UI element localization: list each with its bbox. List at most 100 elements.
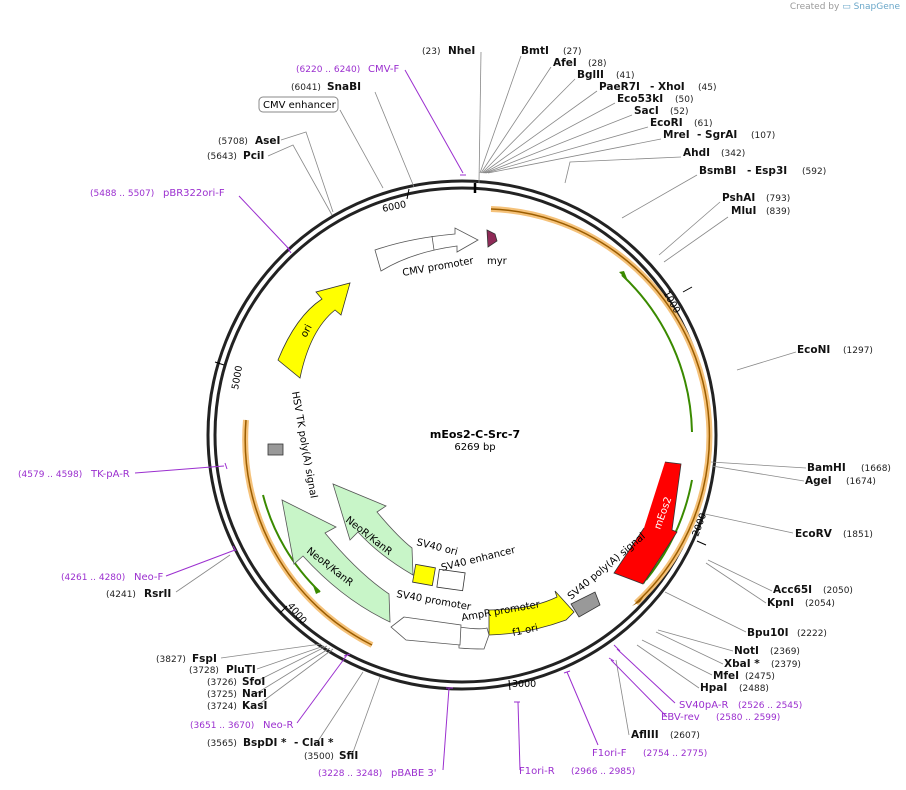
svg-text:(3724): (3724) bbox=[207, 702, 237, 712]
primer-leaders bbox=[134, 69, 676, 771]
svg-text:(2966 .. 2985): (2966 .. 2985) bbox=[571, 767, 635, 777]
feature-meos2 bbox=[613, 461, 682, 585]
svg-text:(4241): (4241) bbox=[106, 590, 136, 600]
svg-text:EcoNI: EcoNI bbox=[797, 344, 830, 356]
svg-text:SfiI: SfiI bbox=[339, 750, 358, 762]
enzyme-leaders bbox=[175, 51, 807, 756]
svg-text:(2369): (2369) bbox=[770, 647, 800, 657]
svg-text:(3228 .. 3248): (3228 .. 3248) bbox=[318, 769, 382, 779]
feature-ampr-promoter bbox=[458, 626, 490, 650]
svg-text:NarI: NarI bbox=[242, 688, 267, 700]
svg-text:(107): (107) bbox=[751, 131, 775, 141]
enzyme-labels: (23)NheI BmtI(27) AfeI(28) BglII(41) Pae… bbox=[106, 45, 891, 762]
svg-text:(839): (839) bbox=[766, 207, 790, 217]
label-f1-ori: f1 ori bbox=[511, 623, 539, 639]
svg-text:(5643): (5643) bbox=[207, 152, 237, 162]
svg-text:SacI: SacI bbox=[634, 105, 659, 117]
features bbox=[267, 227, 682, 650]
label-cmv-promoter: CMV promoter bbox=[402, 255, 476, 278]
feature-sv40-promoter bbox=[390, 616, 462, 646]
svg-text:- SgrAI: - SgrAI bbox=[697, 129, 737, 141]
feature-neor-kanr-2 bbox=[281, 499, 391, 623]
label-myr: myr bbox=[487, 256, 508, 267]
feature-sv40-ori bbox=[412, 563, 436, 587]
plasmid-size: 6269 bp bbox=[454, 442, 495, 453]
svg-text:(41): (41) bbox=[616, 71, 634, 81]
cmv-enhancer-label: CMV enhancer bbox=[263, 100, 337, 111]
orf-green-3 bbox=[262, 494, 321, 593]
svg-text:BsmBI: BsmBI bbox=[699, 165, 736, 177]
svg-text:5000: 5000 bbox=[230, 365, 245, 391]
feature-myr bbox=[486, 229, 498, 248]
svg-text:EBV-rev: EBV-rev bbox=[661, 712, 700, 723]
primer-labels: (6220 .. 6240)CMV-F (5488 .. 5507)pBR322… bbox=[18, 64, 802, 779]
svg-text:AhdI: AhdI bbox=[683, 147, 710, 159]
svg-text:(2054): (2054) bbox=[805, 599, 835, 609]
label-sv40-ori: SV40 ori bbox=[415, 537, 459, 558]
svg-text:(3726): (3726) bbox=[207, 678, 237, 688]
svg-text:(3651 .. 3670): (3651 .. 3670) bbox=[190, 721, 254, 731]
svg-text:TK-pA-R: TK-pA-R bbox=[90, 469, 130, 480]
plasmid-name: mEos2-C-Src-7 bbox=[430, 428, 520, 441]
svg-text:(2475): (2475) bbox=[745, 672, 775, 682]
svg-text:SnaBI: SnaBI bbox=[327, 81, 361, 93]
svg-text:BglII: BglII bbox=[577, 69, 604, 81]
svg-text:(1851): (1851) bbox=[843, 530, 873, 540]
svg-text:(3827): (3827) bbox=[156, 655, 186, 665]
svg-text:(342): (342) bbox=[721, 149, 745, 159]
svg-text:BmtI: BmtI bbox=[521, 45, 549, 57]
svg-text:(2580 .. 2599): (2580 .. 2599) bbox=[716, 713, 780, 723]
svg-text:(45): (45) bbox=[698, 83, 716, 93]
svg-text:SV40pA-R: SV40pA-R bbox=[679, 700, 728, 711]
svg-text:(4261 .. 4280): (4261 .. 4280) bbox=[61, 573, 125, 583]
svg-text:(6220 .. 6240): (6220 .. 6240) bbox=[296, 65, 360, 75]
svg-text:FspI: FspI bbox=[192, 653, 217, 665]
svg-text:MreI: MreI bbox=[663, 129, 690, 141]
svg-text:(50): (50) bbox=[675, 95, 693, 105]
svg-text:(23): (23) bbox=[422, 47, 440, 57]
svg-text:AfeI: AfeI bbox=[553, 57, 577, 69]
svg-text:(3725): (3725) bbox=[207, 690, 237, 700]
svg-text:- ClaI *: - ClaI * bbox=[294, 737, 334, 749]
svg-text:KpnI: KpnI bbox=[767, 597, 794, 609]
svg-text:Bpu10I: Bpu10I bbox=[747, 627, 789, 639]
svg-text:MfeI: MfeI bbox=[713, 670, 739, 682]
label-hsv-tk-polya: HSV TK poly(A) signal bbox=[289, 391, 319, 500]
orf-green-1 bbox=[621, 274, 693, 433]
svg-text:EcoRV: EcoRV bbox=[795, 528, 833, 540]
feature-f1-ori bbox=[488, 590, 575, 636]
svg-text:(3500): (3500) bbox=[304, 752, 334, 762]
svg-text:(3728): (3728) bbox=[189, 666, 219, 676]
svg-text:Neo-F: Neo-F bbox=[134, 572, 164, 583]
svg-text:(2050): (2050) bbox=[823, 586, 853, 596]
svg-text:KasI: KasI bbox=[242, 700, 267, 712]
svg-text:(4579 .. 4598): (4579 .. 4598) bbox=[18, 470, 82, 480]
svg-text:AflIII: AflIII bbox=[631, 729, 659, 741]
feature-sv40-polya bbox=[570, 591, 601, 618]
svg-text:HpaI: HpaI bbox=[700, 682, 727, 694]
cmv-enhancer-box bbox=[258, 96, 339, 113]
svg-text:MluI: MluI bbox=[731, 205, 756, 217]
svg-text:(2526 .. 2545): (2526 .. 2545) bbox=[738, 701, 802, 711]
svg-text:AgeI: AgeI bbox=[805, 475, 832, 487]
svg-text:EcoRI: EcoRI bbox=[650, 117, 683, 129]
backbone-outer bbox=[206, 179, 718, 691]
svg-text:BamHI: BamHI bbox=[807, 462, 846, 474]
snapgene-credit: Created by ▭ SnapGene bbox=[789, 2, 900, 12]
svg-text:(5708): (5708) bbox=[218, 137, 248, 147]
svg-text:(2754 .. 2775): (2754 .. 2775) bbox=[643, 749, 707, 759]
svg-text:PluTI: PluTI bbox=[226, 664, 256, 676]
svg-text:(2379): (2379) bbox=[771, 660, 801, 670]
svg-text:(28): (28) bbox=[588, 59, 606, 69]
feature-ori bbox=[277, 282, 351, 379]
svg-text:Acc65I: Acc65I bbox=[773, 584, 812, 596]
svg-text:(793): (793) bbox=[766, 194, 790, 204]
svg-text:(2488): (2488) bbox=[739, 684, 769, 694]
label-sv40-promoter: SV40 promoter bbox=[395, 589, 472, 613]
svg-text:(2607): (2607) bbox=[670, 731, 700, 741]
svg-text:NotI: NotI bbox=[734, 645, 759, 657]
svg-text:NheI: NheI bbox=[448, 45, 475, 57]
svg-text:CMV-F: CMV-F bbox=[368, 64, 399, 75]
svg-text:(6041): (6041) bbox=[291, 83, 321, 93]
